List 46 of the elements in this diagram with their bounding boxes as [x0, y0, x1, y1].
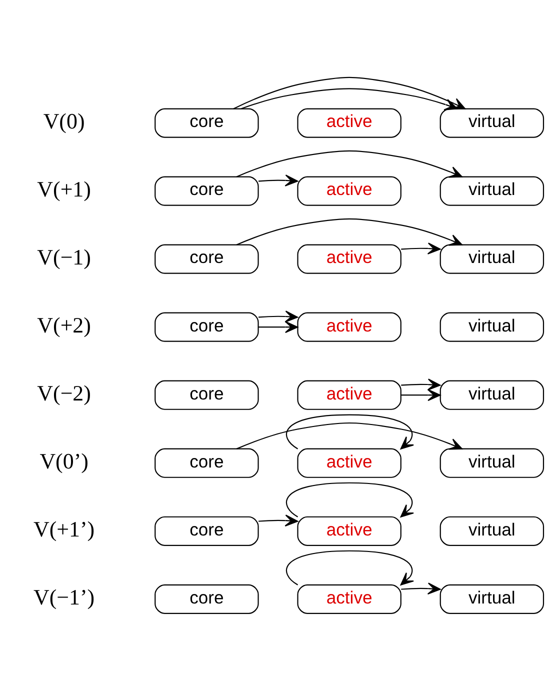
node-box: virtual	[440, 448, 544, 478]
node-box: active	[297, 312, 402, 342]
arrow	[258, 310, 298, 322]
arrow	[258, 514, 298, 527]
arrow	[286, 550, 414, 586]
label: V(−1’)	[34, 584, 95, 610]
arrow	[258, 321, 298, 334]
node-box: core	[154, 312, 259, 342]
node-box: active	[297, 244, 402, 274]
label: V(+2)	[37, 312, 91, 338]
node-box: core	[154, 516, 259, 546]
node-box: active	[297, 584, 402, 614]
arrow	[401, 582, 441, 595]
node-box: active	[297, 108, 402, 138]
label: V(+1’)	[34, 516, 95, 542]
node-box: core	[154, 380, 259, 410]
node-box: active	[297, 176, 402, 206]
node-box: active	[297, 516, 402, 546]
node-box: virtual	[440, 244, 544, 274]
label: V(−1)	[37, 244, 91, 270]
node-box: virtual	[440, 176, 544, 206]
node-box: core	[154, 176, 259, 206]
node-box: active	[297, 448, 402, 478]
label: V(+1)	[37, 176, 91, 202]
label: V(−2)	[37, 380, 91, 406]
arrow	[286, 414, 414, 450]
node-box: core	[154, 448, 259, 478]
arrow	[236, 218, 462, 246]
node-box: virtual	[440, 108, 544, 138]
arrow	[401, 242, 441, 254]
label: V(0’)	[40, 448, 88, 474]
node-box: core	[154, 244, 259, 274]
node-box: virtual	[440, 380, 544, 410]
arrow	[286, 482, 414, 518]
node-box: virtual	[440, 312, 544, 342]
label: V(0)	[43, 108, 85, 134]
arrow	[258, 174, 298, 186]
node-box: virtual	[440, 516, 544, 546]
arrow	[236, 150, 462, 178]
node-box: core	[154, 108, 259, 138]
arrow	[236, 422, 462, 450]
arrow	[401, 378, 441, 390]
node-box: virtual	[440, 584, 544, 614]
arrow	[401, 389, 441, 402]
node-box: active	[297, 380, 402, 410]
node-box: core	[154, 584, 259, 614]
